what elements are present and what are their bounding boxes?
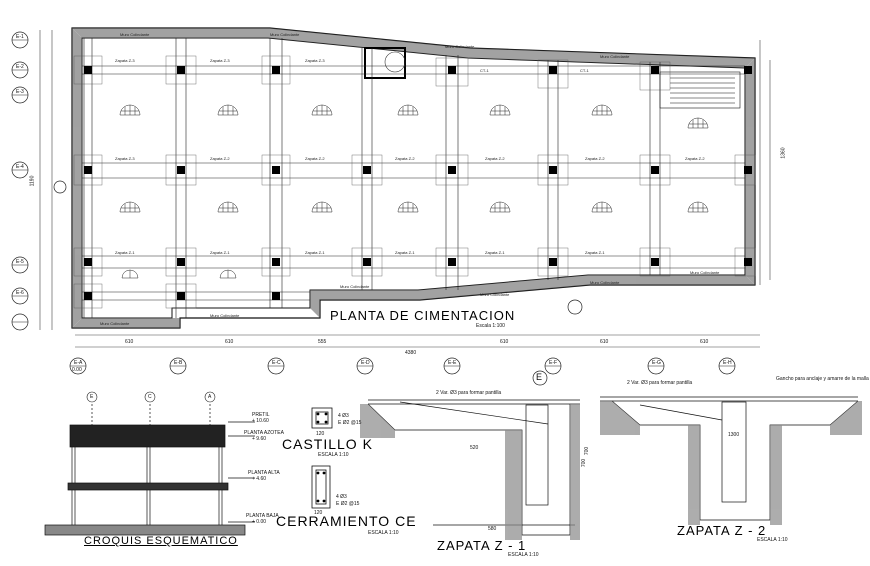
svg-text:Zapata Z-1: Zapata Z-1 [210, 250, 230, 255]
svg-text:Zapata Z-3: Zapata Z-3 [210, 58, 230, 63]
svg-text:Zapata Z-2: Zapata Z-2 [305, 156, 325, 161]
zapata1-dim: 520 [470, 445, 479, 451]
dim-bottom-1: 610 [125, 339, 134, 345]
level-value: + 9.60 [252, 436, 267, 442]
castillo-rebar: 4 Ø3 [338, 413, 349, 419]
grid-row-label: E-5 [16, 259, 24, 265]
zapata2-scale: ESCALA 1:10 [757, 537, 788, 543]
svg-text:Zapata Z-3: Zapata Z-3 [305, 58, 325, 63]
grid-col-label: E-F [549, 360, 558, 366]
level-name: PRETIL [252, 412, 270, 418]
castillo-dim: 120 [316, 431, 325, 437]
svg-text:Muro Colindante: Muro Colindante [600, 54, 630, 59]
dim-bottom-total: 4380 [405, 350, 417, 356]
croquis-title: CROQUIS ESQUEMATICO [84, 535, 238, 547]
dim-bottom-3: 555 [318, 339, 327, 345]
zapata1-note: 2 Var. Ø3 para formar pantilla [436, 390, 502, 396]
zapata2-title: ZAPATA Z - 2 [677, 523, 767, 538]
grid-col-label: E-H [723, 360, 732, 366]
zapata2-note2: Gancho para anclaje y amarre de la malla [776, 376, 869, 382]
level-value: + 4.60 [252, 476, 267, 482]
svg-text:Muro Colindante: Muro Colindante [210, 313, 240, 318]
grid-level-label: 0.00 [72, 367, 82, 373]
grid-row-label: E-4 [16, 164, 24, 170]
grid-row-label: E-1 [16, 34, 24, 40]
dim-top-total: 1360 [780, 147, 787, 159]
grid-row-label: E-6 [16, 290, 24, 296]
svg-text:Zapata Z-2: Zapata Z-2 [585, 156, 605, 161]
svg-text:Zapata Z-1: Zapata Z-1 [305, 250, 325, 255]
svg-text:Zapata Z-1: Zapata Z-1 [585, 250, 605, 255]
croquis-axis-label: C [148, 394, 152, 400]
dim-bottom-2: 610 [225, 339, 234, 345]
grid-col-label: E-G [652, 360, 661, 366]
level-name: PLANTA ALTA [248, 470, 280, 476]
svg-text:Zapata Z-3: Zapata Z-3 [115, 58, 135, 63]
svg-text:Muro Colindante: Muro Colindante [445, 44, 475, 49]
svg-text:Zapata Z-2: Zapata Z-2 [485, 156, 505, 161]
svg-text:Zapata Z-2: Zapata Z-2 [210, 156, 230, 161]
dim-bottom-4: 610 [500, 339, 509, 345]
svg-text:Muro Colindante: Muro Colindante [100, 321, 130, 326]
croquis-axis-label: E [90, 394, 94, 400]
svg-text:Zapata Z-2: Zapata Z-2 [685, 156, 705, 161]
svg-text:Zapata Z-3: Zapata Z-3 [115, 156, 135, 161]
zapata2-dim: 1300 [728, 432, 740, 438]
zapata2-dim: 700 [584, 446, 591, 456]
svg-text:Muro Colindante: Muro Colindante [270, 32, 300, 37]
grid-col-label: E-C [272, 360, 281, 366]
zapata2-note: 2 Var. Ø3 para formar pantilla [627, 380, 693, 386]
croquis-axis-label: A [208, 394, 212, 400]
grid-col-label: E-E [448, 360, 457, 366]
svg-text:Zapata Z-1: Zapata Z-1 [485, 250, 505, 255]
dim-bottom-6: 610 [700, 339, 709, 345]
castillo-title: CASTILLO K [282, 436, 373, 452]
grid-row-label: E-2 [16, 64, 24, 70]
svg-text:CT-1: CT-1 [480, 68, 489, 73]
zapata1-scale: ESCALA 1:10 [508, 552, 539, 558]
svg-text:Muro Colindante: Muro Colindante [690, 270, 720, 275]
cerramiento-rebar: 4 Ø3 [336, 494, 347, 500]
castillo-stirrup: E Ø2 @15 [338, 420, 362, 426]
cerramiento-title: CERRAMIENTO CE [276, 513, 417, 529]
zapata1-title: ZAPATA Z - 1 [437, 538, 527, 553]
dim-side-total: 1190 [29, 175, 36, 187]
svg-text:Zapata Z-1: Zapata Z-1 [395, 250, 415, 255]
level-value: + 10.60 [252, 418, 269, 424]
cerramiento-scale: ESCALA 1:10 [368, 530, 399, 536]
plan-scale: Escala 1:100 [476, 323, 505, 329]
section-marker: E [536, 372, 543, 382]
cerramiento-dim: 120 [314, 510, 323, 516]
dim-bottom-5: 610 [600, 339, 609, 345]
level-name: PLANTA AZOTEA [244, 430, 284, 436]
zapata1-dim: 580 [488, 526, 497, 532]
zapata1-dim: 700 [581, 458, 588, 468]
level-name: PLANTA BAJA [246, 513, 279, 519]
grid-row-label: E-3 [16, 89, 24, 95]
svg-text:CT-1: CT-1 [580, 68, 589, 73]
svg-text:Muro Colindante: Muro Colindante [590, 280, 620, 285]
svg-text:Muro Colindante: Muro Colindante [120, 32, 150, 37]
svg-text:Zapata Z-1: Zapata Z-1 [115, 250, 135, 255]
svg-text:Muro Colindante: Muro Colindante [480, 292, 510, 297]
castillo-scale: ESCALA 1:10 [318, 452, 349, 458]
cerramiento-stirrup: E Ø2 @15 [336, 501, 360, 507]
grid-col-label: E-A [74, 360, 83, 366]
plan-title: PLANTA DE CIMENTACION [330, 308, 516, 323]
svg-text:Muro Colindante: Muro Colindante [340, 284, 370, 289]
grid-col-label: E-B [174, 360, 183, 366]
svg-text:Zapata Z-2: Zapata Z-2 [395, 156, 415, 161]
level-value: + 0.00 [252, 519, 267, 525]
grid-col-label: E-D [361, 360, 370, 366]
